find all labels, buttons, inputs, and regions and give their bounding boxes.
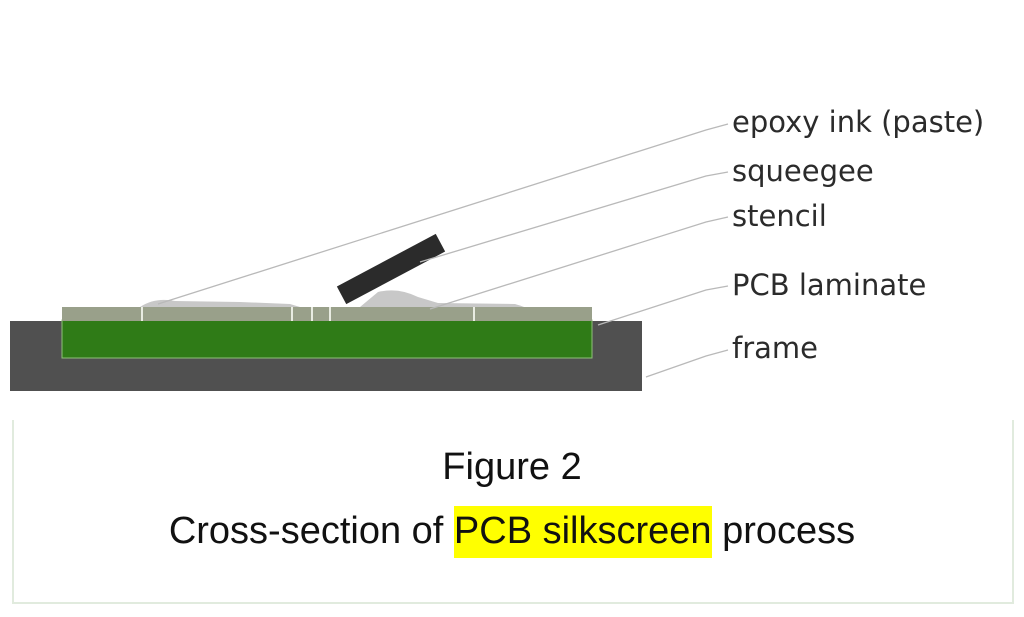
caption-box [12, 420, 1014, 604]
caption-text-before: Cross-section of [168, 510, 454, 552]
leader-stencil [429, 216, 729, 310]
label-stencil: stencil [732, 199, 827, 233]
caption-text-after: process [711, 510, 856, 552]
caption-highlight: PCB silkscreen [453, 506, 712, 558]
leader-pcb-laminate [597, 285, 729, 326]
figure-title: Figure 2 [442, 446, 582, 488]
epoxy-ink-paste-left [140, 299, 300, 307]
epoxy-ink-paste-right [360, 290, 524, 307]
label-epoxy-ink: epoxy ink (paste) [732, 105, 984, 139]
leader-squeegee [419, 171, 729, 263]
label-frame: frame [732, 331, 818, 365]
pcb-laminate-layer [61, 319, 593, 359]
label-squeegee: squeegee [732, 154, 874, 188]
squeegee-blade [336, 233, 446, 305]
figure-caption: Cross-section of PCB silkscreen process [0, 506, 1024, 558]
leader-frame [645, 349, 729, 378]
stencil-layer [62, 307, 592, 321]
leader-epoxy-ink [157, 123, 729, 305]
stencil-openings [141, 307, 475, 321]
label-pcb-laminate: PCB laminate [732, 268, 926, 302]
